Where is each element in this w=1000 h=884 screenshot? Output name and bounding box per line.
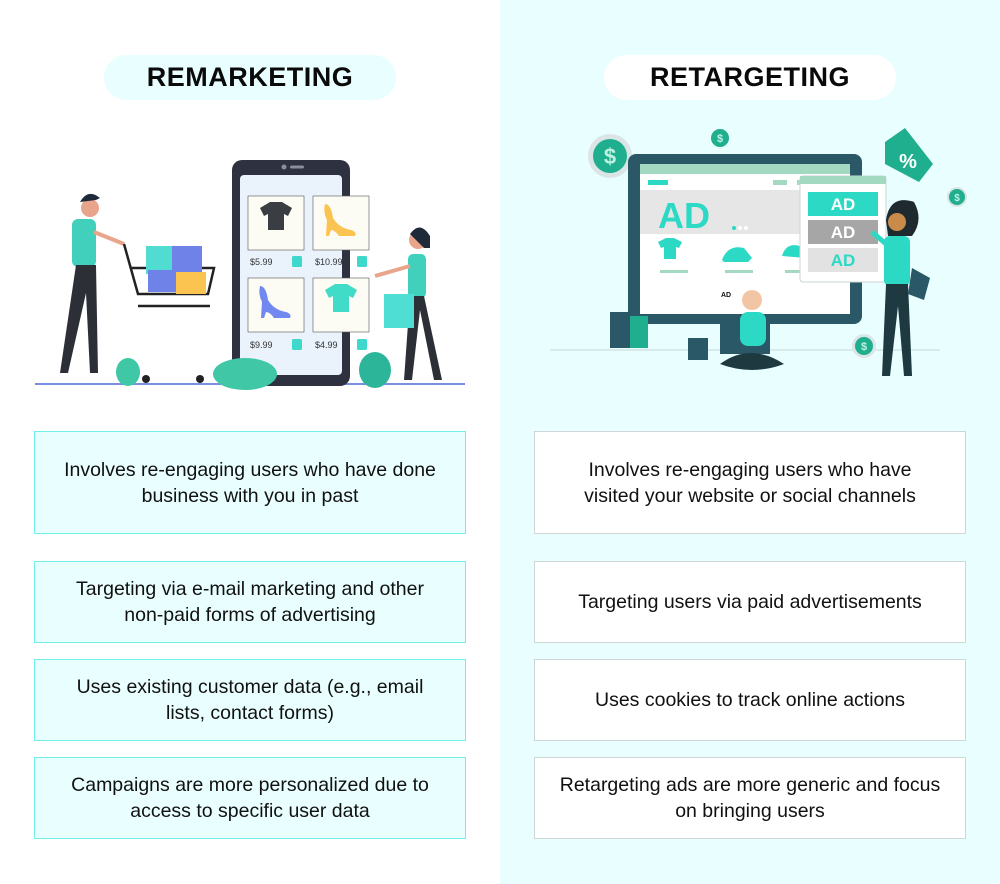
svg-text:AD: AD (658, 195, 710, 236)
remarketing-illustration: $5.99 $10.99 $9.99 $4.99 (35, 160, 465, 390)
svg-text:%: % (899, 151, 917, 173)
retargeting-point-1: Involves re-engaging users who have visi… (534, 431, 966, 534)
product-tile-black-shirt: $5.99 (247, 195, 305, 267)
dollar-coin-small-icon: $ (711, 129, 729, 147)
standing-woman-figure (870, 200, 930, 376)
discount-tag-icon: % (885, 128, 933, 182)
dollar-coin-icon: $ (588, 134, 632, 178)
svg-text:AD: AD (831, 223, 856, 242)
dollar-coin-right-icon: $ (947, 187, 967, 207)
svg-text:$: $ (604, 144, 616, 169)
woman-with-bag-figure (374, 227, 442, 380)
ad-browser-window: AD AD AD (799, 175, 887, 283)
retargeting-point-3: Uses cookies to track online actions (534, 659, 966, 741)
product-tile-teal-shirt: $4.99 (312, 277, 370, 350)
product-tile-yellow-heel: $10.99 (312, 195, 370, 267)
sitting-man-figure: AD (714, 282, 784, 370)
retargeting-illustration: $ $ $ $ % AD (550, 128, 967, 376)
svg-text:AD: AD (831, 195, 856, 214)
remarketing-point-2: Targeting via e-mail marketing and other… (34, 561, 466, 643)
remarketing-panel: REMARKETING $5.99 $10.99 $9.99 (34, 55, 466, 839)
svg-text:$: $ (954, 193, 960, 204)
svg-text:$5.99: $5.99 (250, 257, 273, 267)
smartphone-icon (232, 160, 350, 386)
remarketing-point-1: Involves re-engaging users who have done… (34, 431, 466, 534)
remarketing-point-4: Campaigns are more personalized due to a… (34, 757, 466, 839)
svg-text:AD: AD (831, 251, 856, 270)
svg-text:AD: AD (721, 292, 731, 299)
svg-text:$: $ (717, 133, 723, 145)
svg-text:$10.99: $10.99 (315, 257, 343, 267)
svg-text:$: $ (861, 341, 867, 353)
retargeting-title: RETARGETING (604, 55, 896, 100)
svg-text:$9.99: $9.99 (250, 340, 273, 350)
svg-text:$4.99: $4.99 (315, 340, 338, 350)
retargeting-point-2: Targeting users via paid advertisements (534, 561, 966, 643)
retargeting-panel: RETARGETING $ $ $ $ % (500, 0, 1000, 884)
remarketing-title: REMARKETING (104, 55, 396, 100)
remarketing-point-3: Uses existing customer data (e.g., email… (34, 659, 466, 741)
retargeting-point-4: Retargeting ads are more generic and foc… (534, 757, 966, 839)
dollar-coin-bottom-icon: $ (852, 334, 876, 358)
product-tile-blue-heel: $9.99 (247, 277, 305, 350)
man-with-cart-figure (60, 193, 216, 383)
